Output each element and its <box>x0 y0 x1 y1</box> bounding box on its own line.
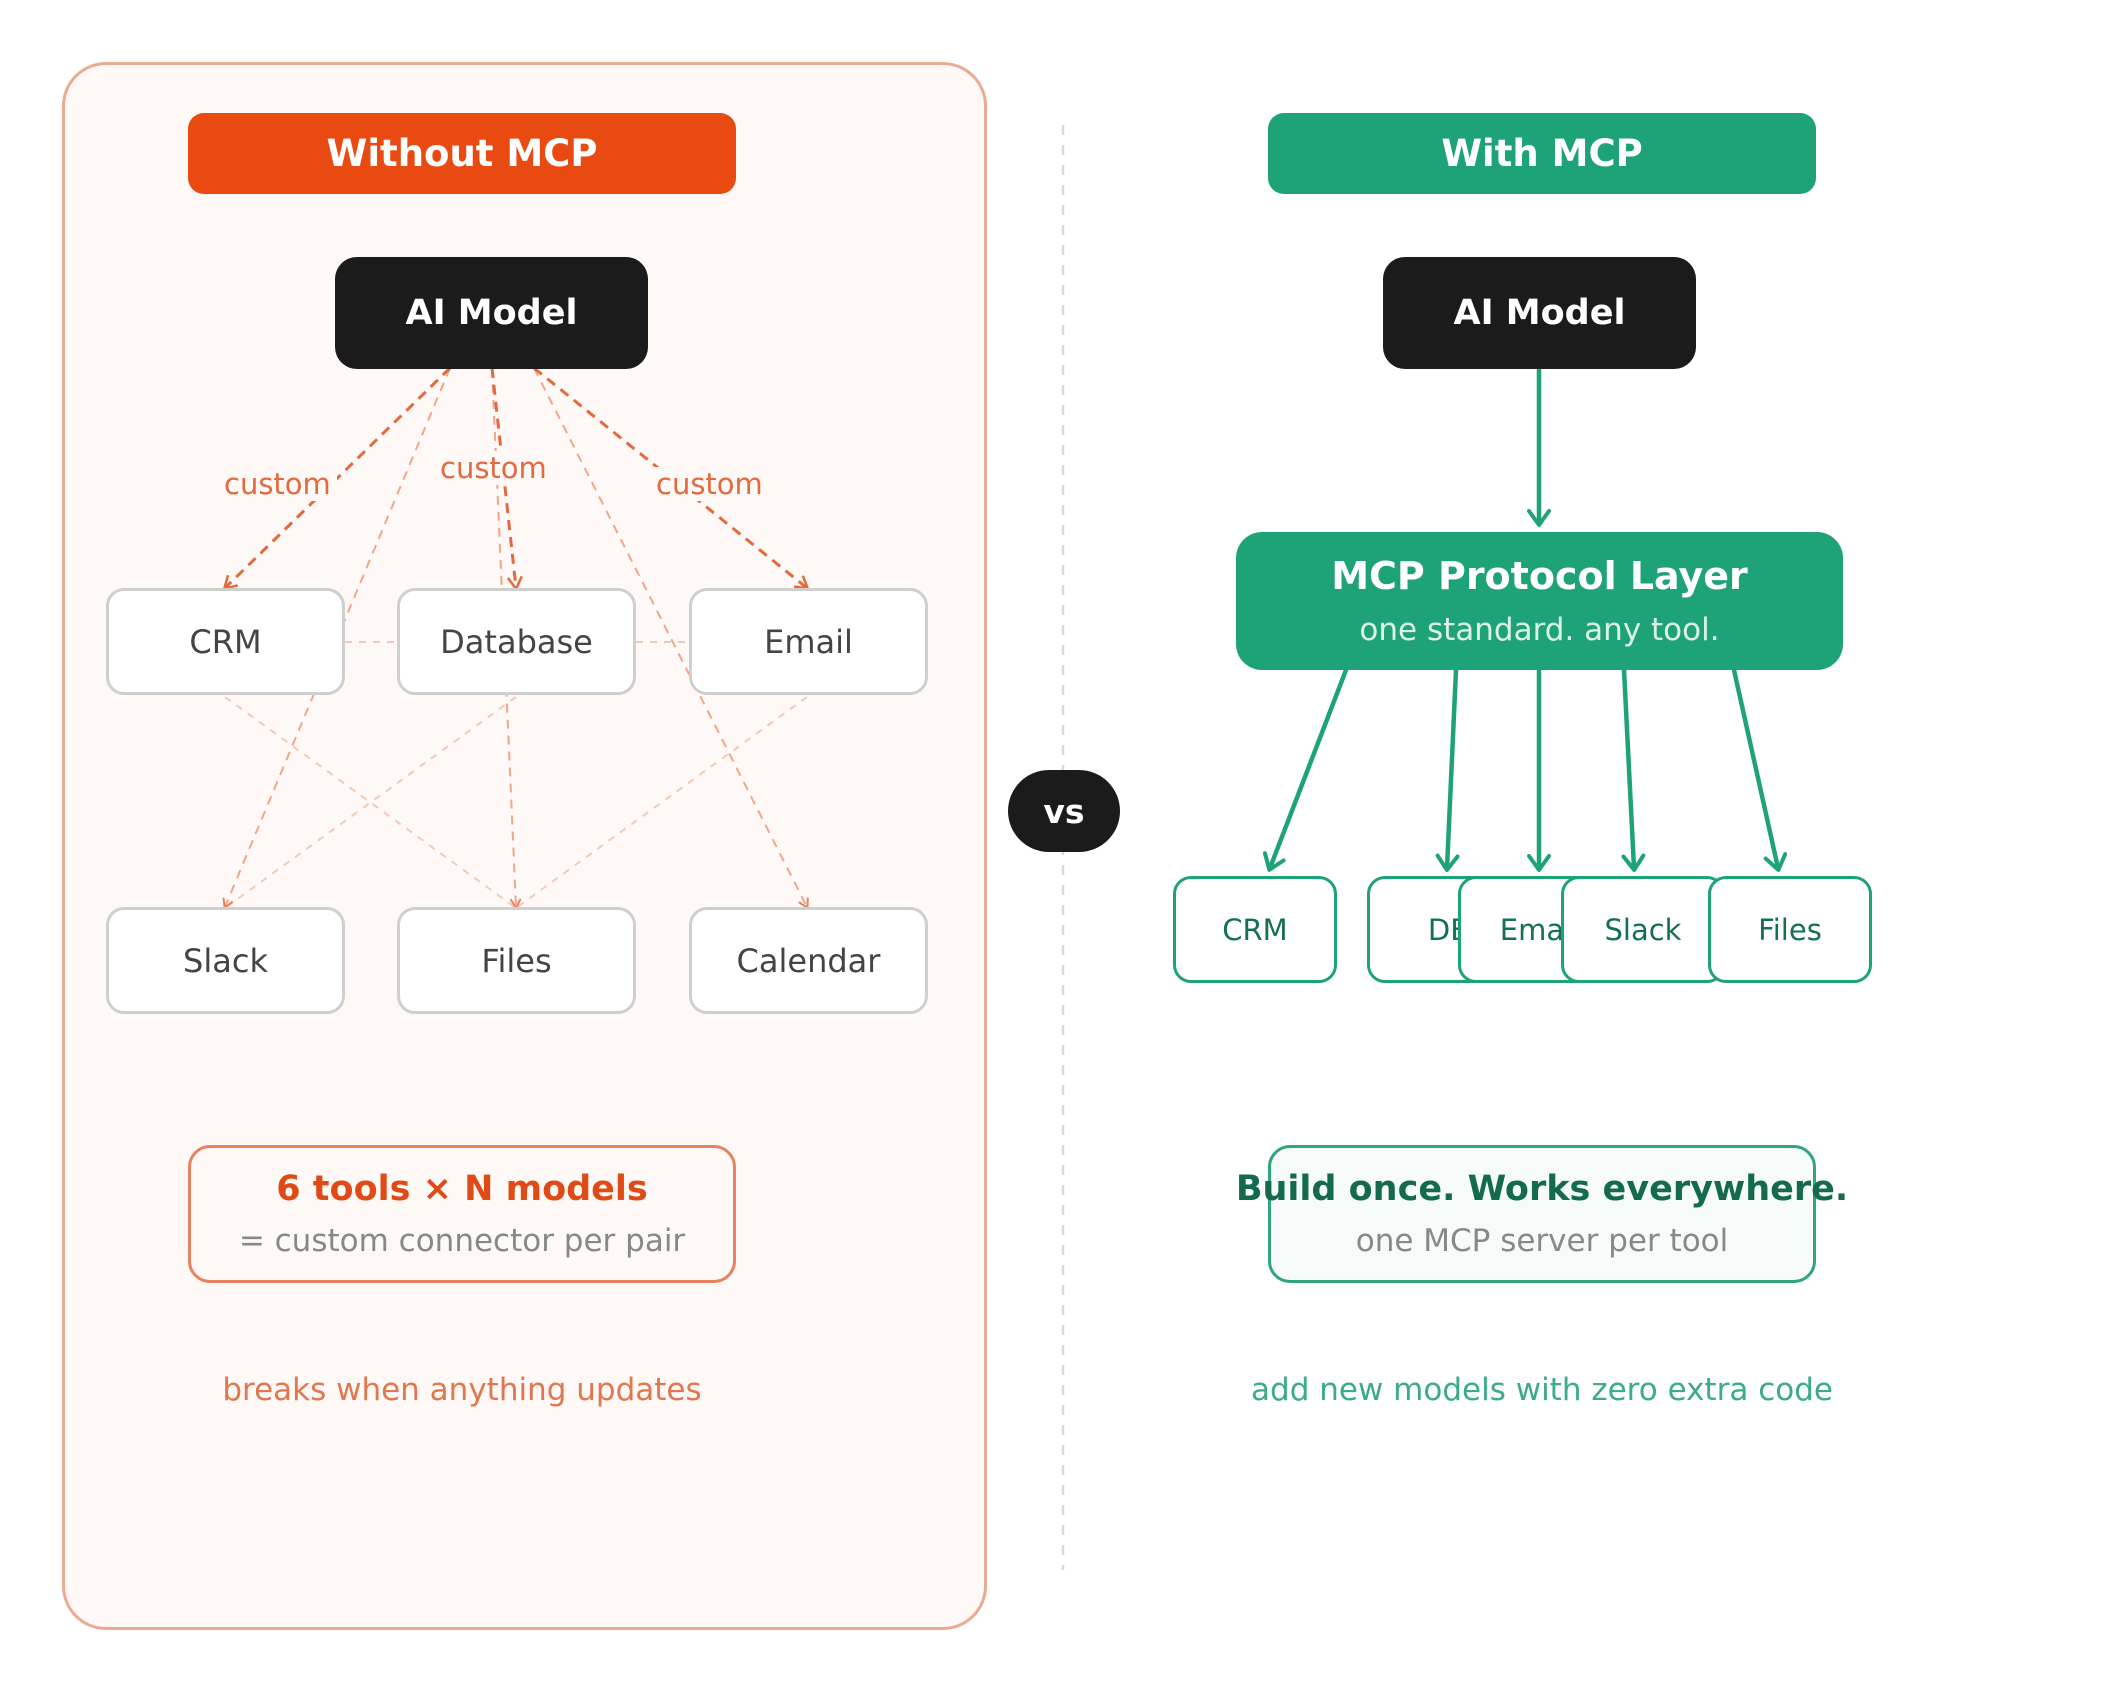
custom-label: custom <box>650 467 769 501</box>
custom-label: custom <box>434 451 553 485</box>
ai-model-node: AI Model <box>335 257 648 369</box>
tool-crm: CRM <box>106 588 345 695</box>
tool-label: CRM <box>1222 912 1288 947</box>
tool-slack: Slack <box>106 907 345 1014</box>
mcp-tool-files: Files <box>1708 876 1872 983</box>
mcp-tool-crm: CRM <box>1173 876 1337 983</box>
custom-label: custom <box>218 467 337 501</box>
without-mcp-summary: 6 tools × N models = custom connector pe… <box>188 1145 736 1283</box>
mcp-protocol-layer: MCP Protocol Layer one standard. any too… <box>1236 532 1843 670</box>
ai-model-node: AI Model <box>1383 257 1696 369</box>
with-mcp-footer: add new models with zero extra code <box>1251 1372 1833 1408</box>
mcp-layer-title: MCP Protocol Layer <box>1331 554 1748 598</box>
summary-title: 6 tools × N models <box>276 1169 648 1209</box>
summary-title: Build once. Works everywhere. <box>1235 1169 1849 1209</box>
vs-badge: vs <box>1008 770 1120 852</box>
mcp-layer-subtitle: one standard. any tool. <box>1359 612 1720 648</box>
tool-database: Database <box>397 588 636 695</box>
with-mcp-summary: Build once. Works everywhere. one MCP se… <box>1236 1145 1848 1283</box>
with-mcp-title: With MCP <box>1268 113 1816 194</box>
summary-subtitle: one MCP server per tool <box>1355 1223 1729 1259</box>
without-mcp-title: Without MCP <box>188 113 736 194</box>
mcp-arrows <box>1262 367 1788 872</box>
tool-label: Slack <box>1604 912 1682 947</box>
tool-label: Files <box>1758 912 1822 947</box>
tool-email: Email <box>689 588 928 695</box>
tool-files: Files <box>397 907 636 1014</box>
tool-calendar: Calendar <box>689 907 928 1014</box>
mcp-tool-slack: Slack <box>1561 876 1725 983</box>
without-mcp-footer: breaks when anything updates <box>222 1372 702 1408</box>
tool-mesh <box>224 641 808 909</box>
summary-subtitle: = custom connector per pair <box>238 1223 686 1259</box>
